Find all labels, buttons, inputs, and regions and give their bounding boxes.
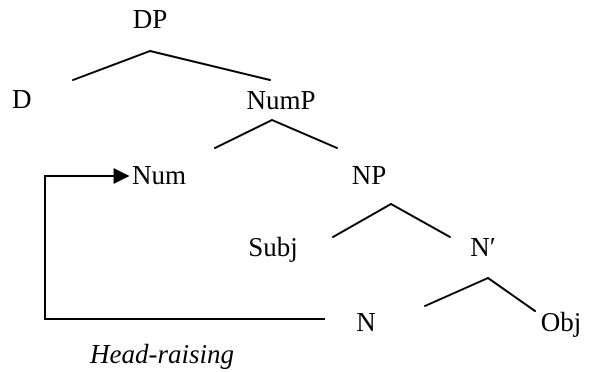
node-n: N: [356, 307, 376, 337]
branch-nbar-n: [424, 277, 489, 307]
branch-nump-np: [271, 119, 338, 149]
branch-dp-d: [72, 50, 151, 81]
node-d: D: [12, 84, 32, 114]
branch-nump-num: [214, 119, 273, 149]
node-nump: NumP: [246, 85, 315, 115]
node-n-bar: N′: [470, 232, 495, 262]
node-np: NP: [352, 160, 387, 190]
movement-caption: Head-raising: [89, 339, 234, 369]
branch-np-nbar: [390, 203, 451, 238]
node-subj: Subj: [248, 232, 298, 262]
head-raising-arrow: [44, 168, 325, 320]
node-num: Num: [132, 160, 186, 190]
branch-nbar-obj: [487, 277, 536, 312]
branch-dp-nump: [149, 50, 271, 81]
node-dp: DP: [133, 4, 168, 34]
branch-np-subj: [332, 203, 392, 238]
node-obj: Obj: [541, 307, 582, 337]
